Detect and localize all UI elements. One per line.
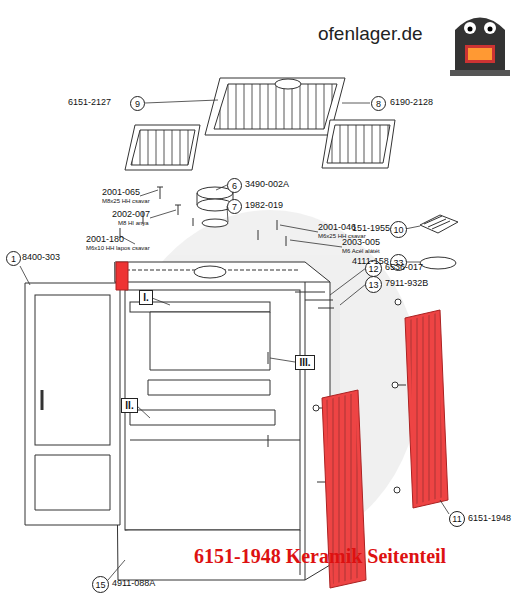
part-number: 2002-007 (112, 210, 150, 219)
part-number: 6536-017 (385, 263, 423, 272)
part-number: 2001-065 (102, 188, 140, 197)
callout-number: 15 (92, 576, 109, 593)
part-number: 4911-088A (112, 579, 155, 588)
callout-text: 1 (11, 254, 16, 264)
part-number: 4111-158 (352, 257, 389, 266)
callout-text: 11 (452, 514, 461, 524)
part-number: 2003-005 (342, 238, 380, 247)
part-number: 7911-932B (385, 279, 428, 288)
logo-text: ofenlager.de (318, 24, 423, 43)
part-description: M8 HI anya (118, 220, 149, 226)
callout-text: II. (125, 400, 133, 411)
section-marker: II. (121, 398, 138, 413)
logo (450, 18, 510, 77)
part-number: 2001-046 (318, 223, 356, 232)
section-marker: III. (295, 355, 315, 370)
section-marker: I. (139, 290, 153, 305)
part-number: 3490-002A (245, 180, 289, 189)
callout-text: 13 (368, 280, 378, 290)
callout-number: 7 (227, 199, 242, 214)
callout-number: 9 (130, 96, 145, 111)
part-number: 151-1955 (352, 224, 390, 233)
part-description: M6x10 HH lapos csavar (86, 245, 150, 251)
callout-text: 8 (376, 99, 381, 109)
callout-number: 13 (365, 276, 382, 293)
callout-text: III. (299, 357, 310, 368)
callout-text: 10 (393, 225, 403, 235)
callout-number: 11 (449, 511, 465, 527)
callout-text: 7 (232, 202, 237, 212)
part-number: 2001-180 (86, 235, 124, 244)
callout-number: 6 (227, 178, 242, 193)
callout-number: 10 (390, 221, 407, 238)
caption: 6151-1948 Keramik Seitenteil (194, 545, 446, 568)
part-number: 6151-2127 (68, 98, 111, 107)
callout-text: I. (143, 292, 149, 303)
part-number: 6190-2128 (390, 98, 433, 107)
part-number: 6151-1948 (468, 514, 511, 523)
part-description: M6 Acél alátét (342, 248, 380, 254)
part-description: M8x25 HH csavar (102, 198, 150, 204)
callout-text: 15 (95, 580, 105, 590)
callout-text: 6 (232, 181, 237, 191)
callout-number: 8 (371, 96, 386, 111)
part-number: 1982-019 (245, 201, 283, 210)
part-number: 8400-303 (22, 253, 60, 262)
callout-number: 1 (6, 251, 21, 266)
callout-text: 9 (135, 99, 140, 109)
